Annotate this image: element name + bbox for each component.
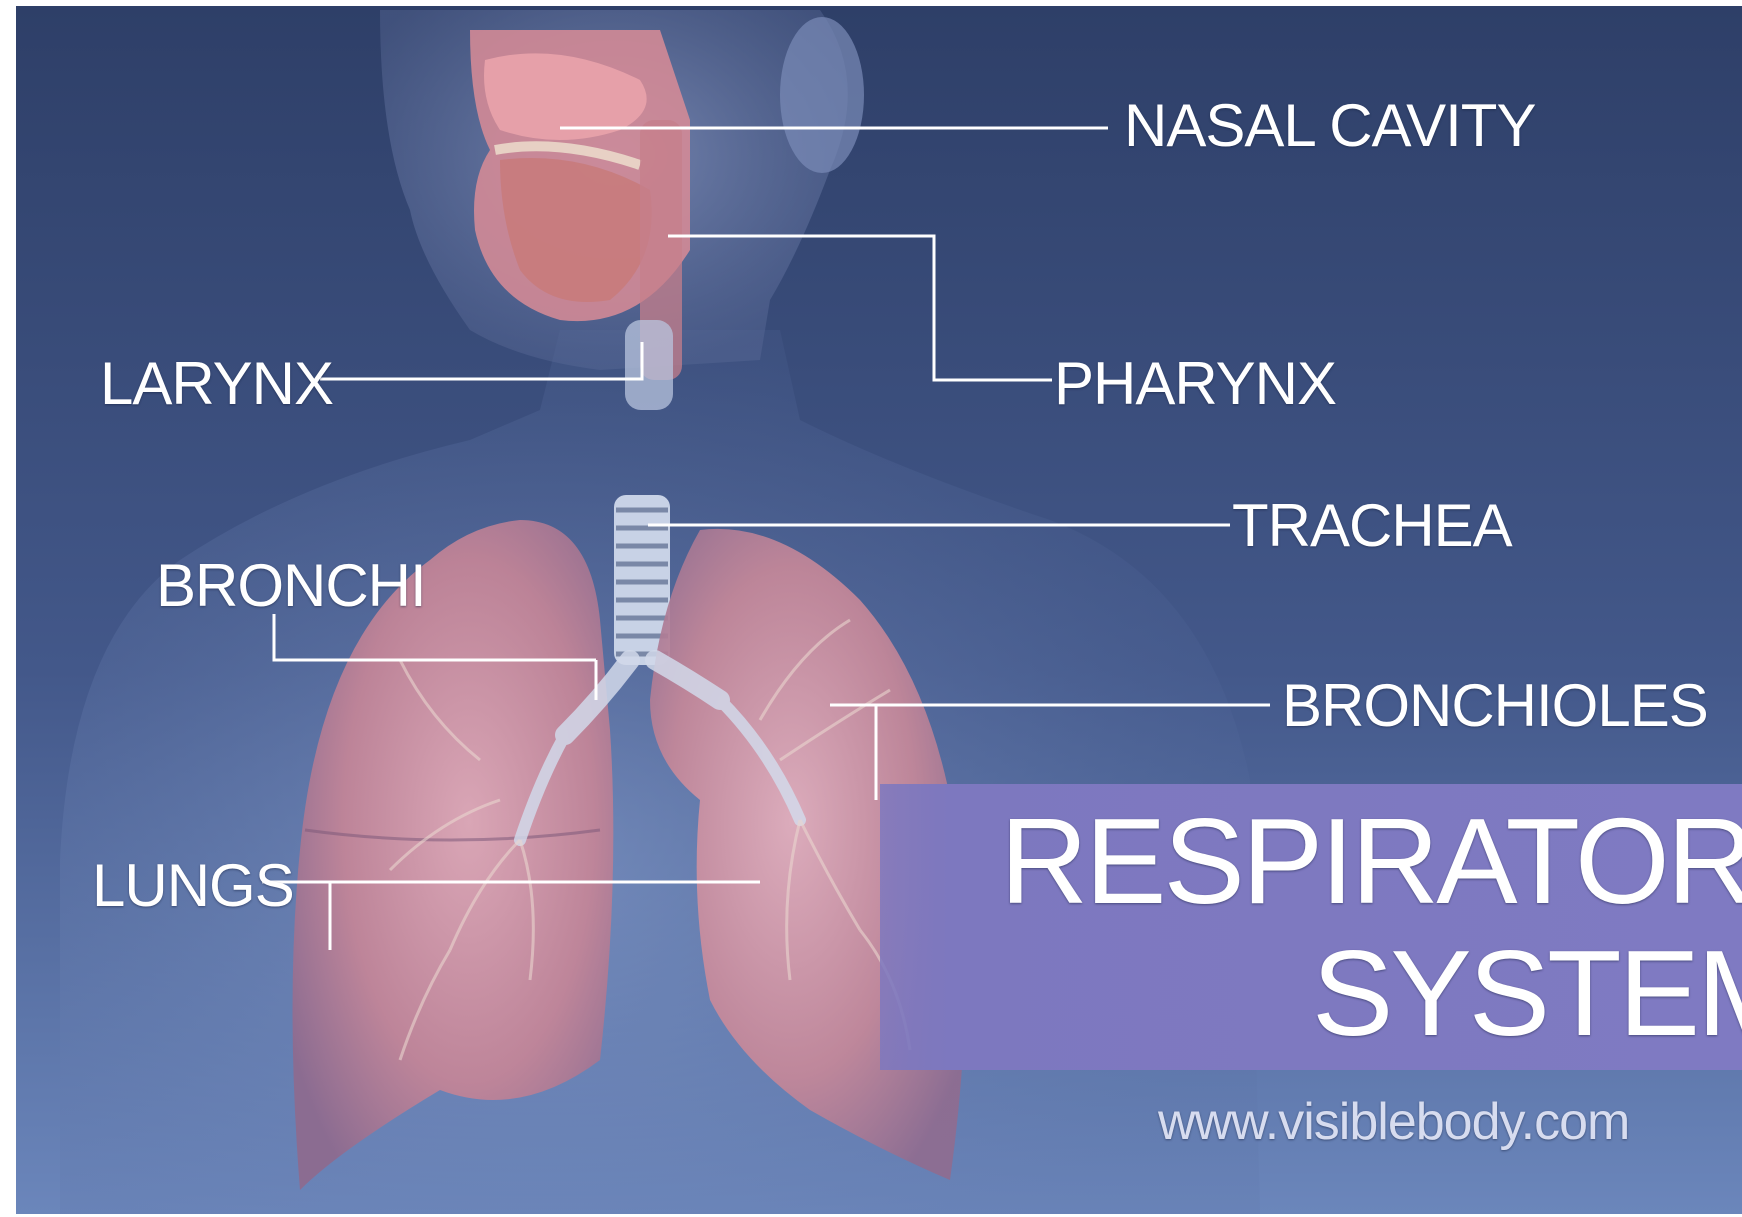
- title-line-1: RESPIRATORY: [1000, 800, 1742, 922]
- label-larynx: LARYNX: [100, 354, 333, 414]
- title-line-2: SYSTEM: [1312, 932, 1742, 1054]
- label-trachea: TRACHEA: [1232, 496, 1512, 556]
- label-bronchioles: BRONCHIOLES: [1282, 676, 1708, 736]
- label-lungs: LUNGS: [92, 856, 294, 916]
- ear: [780, 17, 864, 173]
- label-nasal-cavity: NASAL CAVITY: [1124, 96, 1535, 156]
- label-bronchi: BRONCHI: [156, 556, 426, 616]
- label-pharynx: PHARYNX: [1054, 354, 1336, 414]
- website-credit: www.visiblebody.com: [1158, 1096, 1629, 1148]
- larynx-shape: [625, 320, 673, 410]
